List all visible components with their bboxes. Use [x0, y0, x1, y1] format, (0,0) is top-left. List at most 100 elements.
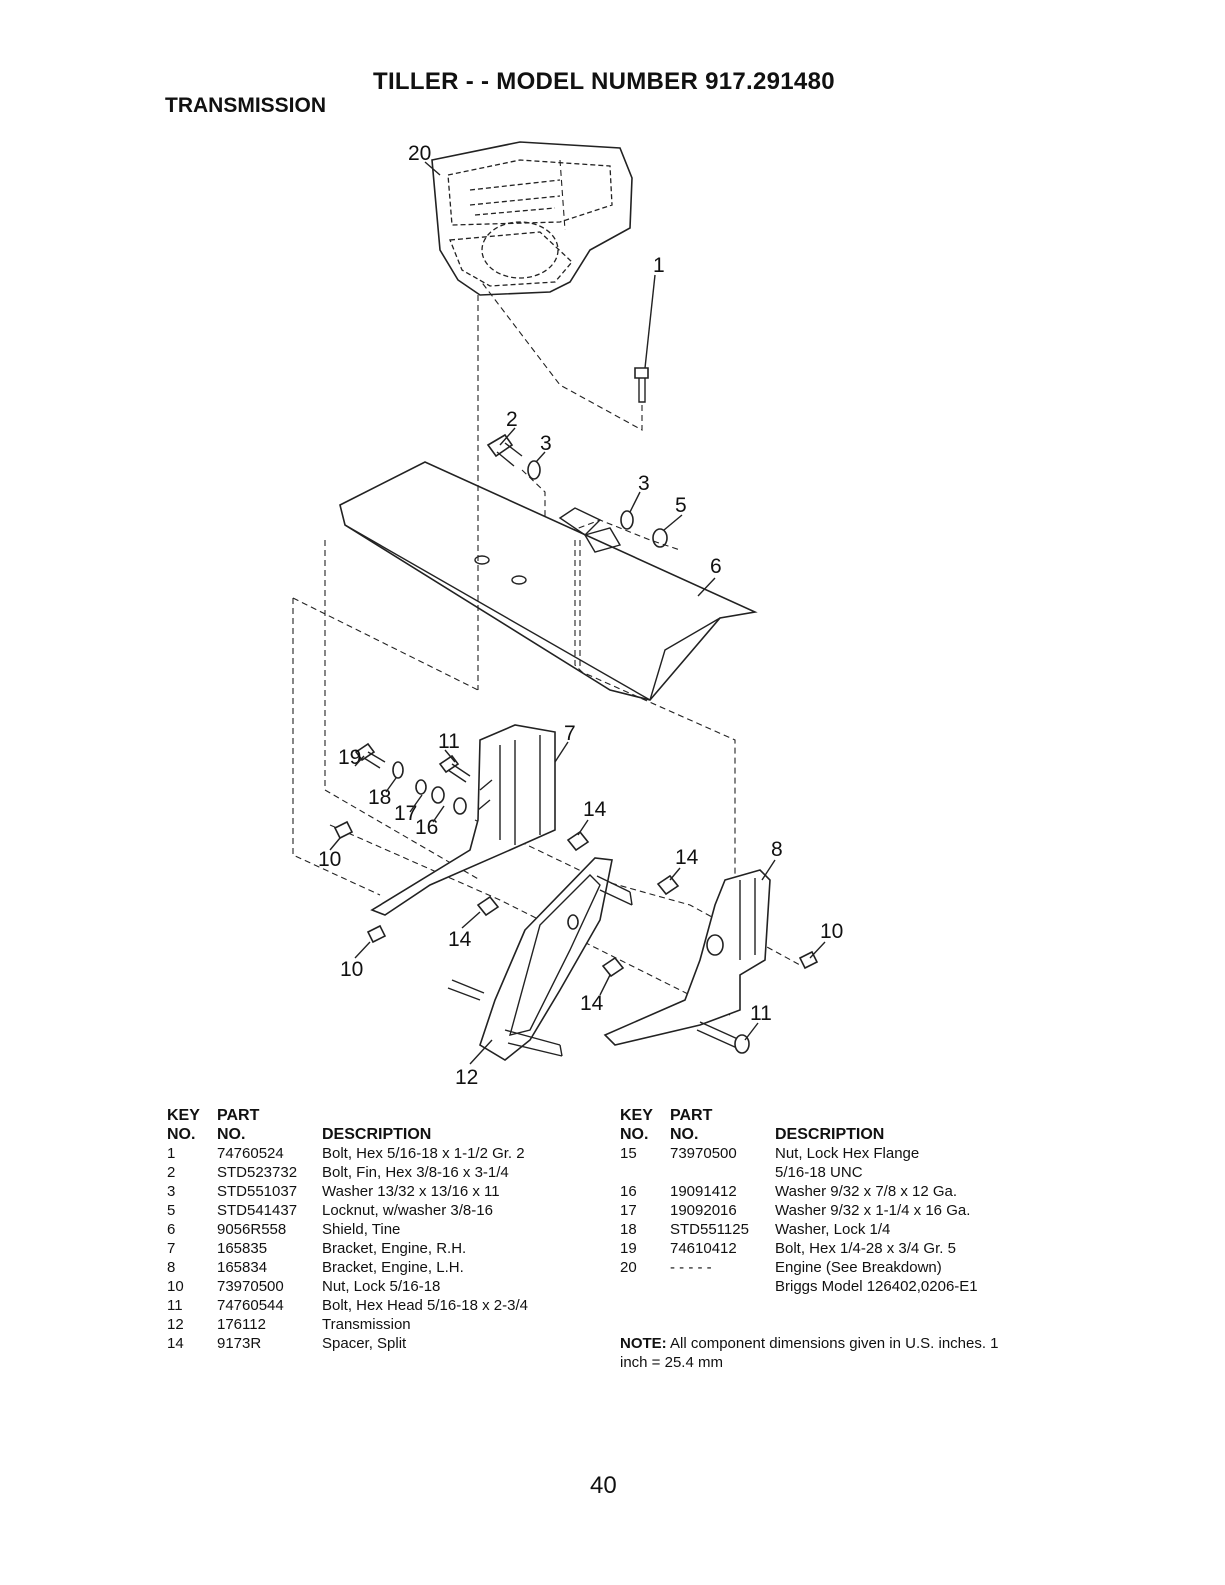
fasteners-2-3-5-drawing — [486, 433, 681, 551]
callout-12: 12 — [455, 1066, 478, 1089]
part-header-top: PART — [670, 1107, 713, 1124]
key-number: 18 — [620, 1221, 637, 1238]
part-description: Nut, Lock Hex Flange — [775, 1145, 920, 1162]
key-number: 16 — [620, 1183, 637, 1200]
bolt-1-drawing — [479, 279, 649, 431]
exploded-parts-diagram: 20 1 2 3 3 5 6 11 7 19 18 17 16 14 14 8 … — [292, 141, 843, 1089]
callout-14b: 14 — [675, 846, 699, 869]
part-number: 176112 — [217, 1316, 266, 1333]
page-number: 40 — [590, 1472, 617, 1499]
part-description: Bolt, Hex Head 5/16-18 x 2-3/4 — [322, 1297, 528, 1314]
part-description: Washer 9/32 x 1-1/4 x 16 Ga. — [775, 1202, 971, 1219]
part-number: STD551125 — [670, 1221, 749, 1238]
part-number: STD551037 — [217, 1183, 298, 1200]
key-number: 12 — [167, 1316, 184, 1333]
callout-19: 19 — [338, 746, 361, 769]
table-row: 11 74760544 Bolt, Hex Head 5/16-18 x 2-3/4 — [167, 1296, 528, 1315]
part-description: Engine (See Breakdown) — [775, 1259, 942, 1276]
part-description: Bolt, Fin, Hex 3/8-16 x 3-1/4 — [322, 1164, 509, 1181]
part-number: STD523732 — [217, 1164, 298, 1181]
key-number: 15 — [620, 1145, 637, 1162]
callout-10c: 10 — [340, 958, 363, 981]
section-title: TRANSMISSION — [165, 94, 327, 117]
callout-1: 1 — [653, 254, 665, 277]
callout-5: 5 — [675, 494, 687, 517]
callout-16: 16 — [415, 816, 438, 839]
key-number: 10 — [167, 1278, 184, 1295]
table-row: 3 STD551037 Washer 13/32 x 13/16 x 11 — [167, 1182, 528, 1201]
key-number: 3 — [167, 1183, 176, 1200]
callout-10b: 10 — [820, 920, 843, 943]
key-number: 8 — [167, 1259, 176, 1276]
part-description: Washer 9/32 x 7/8 x 12 Ga. — [775, 1183, 958, 1200]
page-title: TILLER - - MODEL NUMBER 917.291480 — [373, 68, 835, 95]
key-number: 5 — [167, 1202, 176, 1219]
key-number: 17 — [620, 1202, 637, 1219]
part-description: Spacer, Split — [322, 1335, 407, 1352]
part-number — [670, 1163, 775, 1182]
part-description: Locknut, w/washer 3/8-16 — [322, 1202, 493, 1219]
callout-3b: 3 — [638, 472, 650, 495]
callout-20: 20 — [408, 142, 431, 165]
part-description: Bracket, Engine, R.H. — [322, 1240, 467, 1257]
table-row: 7 165835 Bracket, Engine, R.H. — [167, 1239, 528, 1258]
key-number: 1 — [167, 1145, 176, 1162]
callout-11b: 11 — [750, 1002, 772, 1025]
part-header-top: PART — [217, 1107, 260, 1124]
key-header-bottom: NO. — [620, 1126, 649, 1143]
note-label: NOTE: — [620, 1335, 667, 1352]
callout-14c: 14 — [448, 928, 472, 951]
key-header-bottom: NO. — [167, 1126, 196, 1143]
key-number: 11 — [167, 1297, 183, 1314]
part-description: 5/16-18 UNC — [775, 1164, 863, 1181]
part-description: Shield, Tine — [322, 1221, 401, 1238]
part-number — [670, 1277, 775, 1296]
callout-17: 17 — [394, 802, 417, 825]
engine-bracket-lh-drawing — [603, 869, 771, 1046]
part-description: Nut, Lock 5/16-18 — [322, 1278, 441, 1295]
key-number — [620, 1163, 670, 1182]
engine-drawing — [431, 141, 633, 296]
part-number: 9173R — [217, 1335, 262, 1352]
part-number: - - - - - — [670, 1259, 712, 1276]
engine-bracket-rh-drawing — [370, 724, 556, 916]
part-description: Bracket, Engine, L.H. — [322, 1259, 464, 1276]
callout-labels: 20 1 2 3 3 5 6 11 7 19 18 17 16 14 14 8 … — [318, 142, 843, 1089]
part-description: Washer 13/32 x 13/16 x 11 — [322, 1183, 500, 1200]
callout-leaders — [329, 161, 826, 1065]
callout-18: 18 — [368, 786, 391, 809]
part-description: Washer, Lock 1/4 — [775, 1221, 891, 1238]
callout-7: 7 — [564, 722, 576, 745]
key-number: 14 — [167, 1335, 184, 1352]
callout-14a: 14 — [583, 798, 607, 821]
tine-shield-drawing — [339, 461, 758, 701]
bolt-11-drawing — [696, 1021, 750, 1054]
callout-11: 11 — [438, 730, 460, 753]
key-header-top: KEY — [167, 1107, 200, 1124]
table-row: 18 STD551125 Washer, Lock 1/4 — [620, 1220, 978, 1239]
key-number: 7 — [167, 1240, 176, 1257]
part-number: 74610412 — [670, 1240, 737, 1257]
part-number: 73970500 — [217, 1278, 284, 1295]
callout-14d: 14 — [580, 992, 604, 1015]
key-number: 6 — [167, 1221, 176, 1238]
part-description: Transmission — [322, 1316, 411, 1333]
part-description: Bolt, Hex 5/16-18 x 1-1/2 Gr. 2 — [322, 1145, 525, 1162]
key-header-top: KEY — [620, 1107, 653, 1124]
table-row: 12 176112 Transmission — [167, 1315, 528, 1334]
key-number: 20 — [620, 1259, 637, 1276]
part-number: 74760544 — [217, 1297, 284, 1314]
part-description: Bolt, Hex 1/4-28 x 3/4 Gr. 5 — [775, 1240, 956, 1257]
callout-10a: 10 — [318, 848, 341, 871]
part-number: 19092016 — [670, 1202, 737, 1219]
callout-6: 6 — [710, 555, 722, 578]
part-number: 165835 — [217, 1240, 268, 1257]
